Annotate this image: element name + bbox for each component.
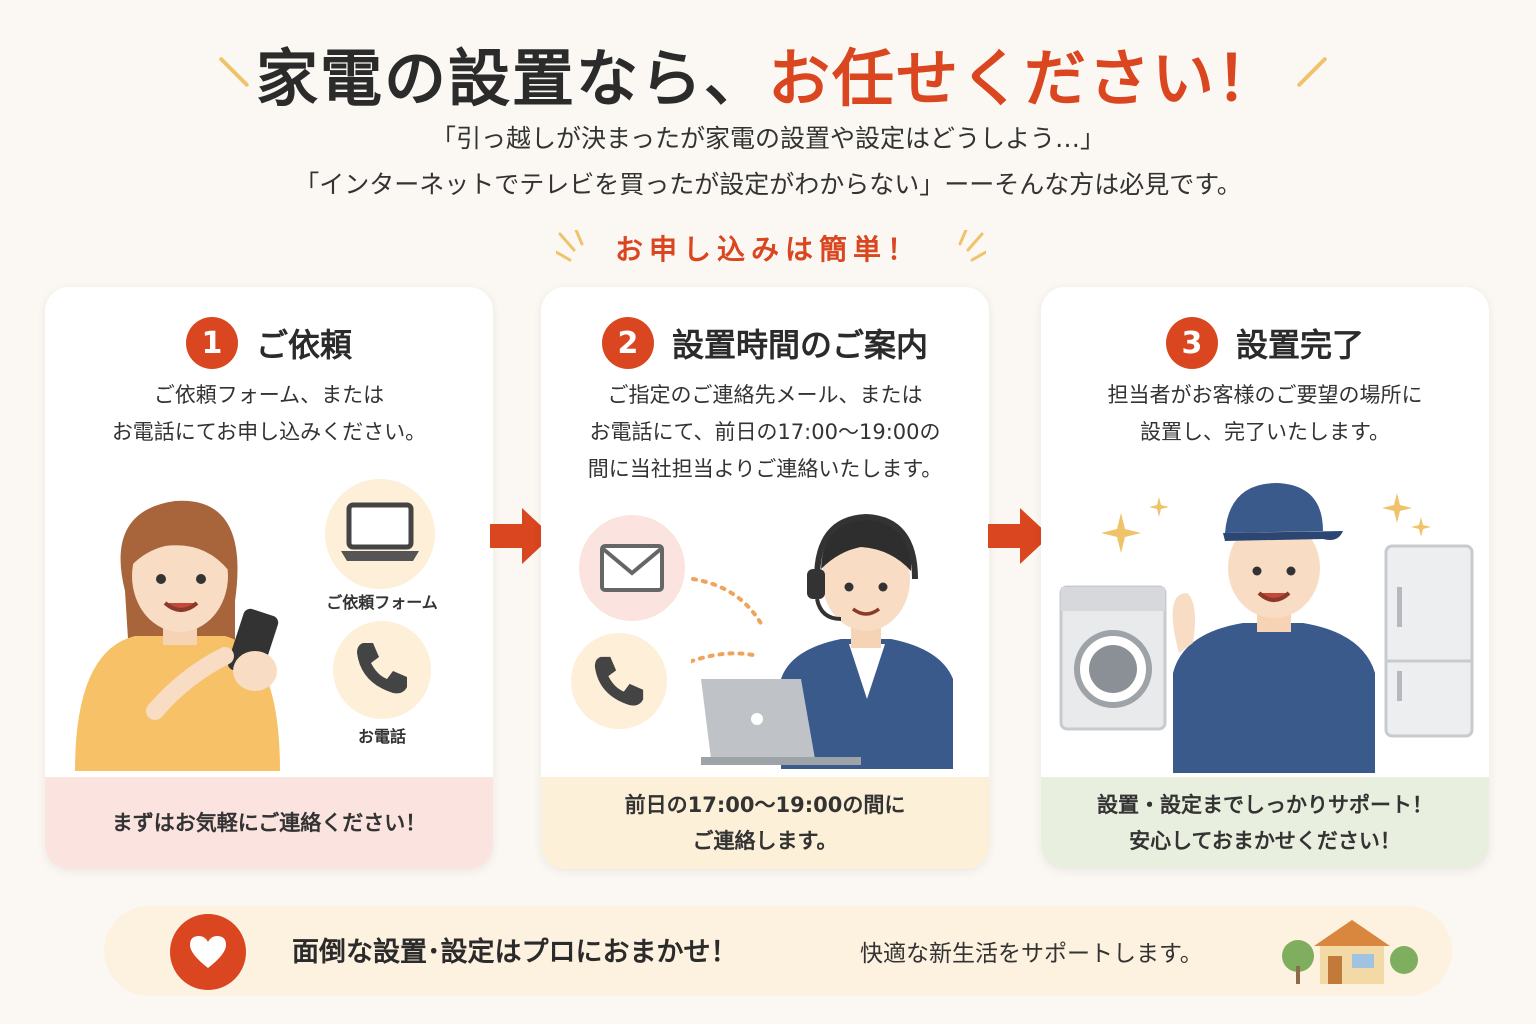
laptop-icon [341, 502, 419, 561]
step-card-2: 2 設置時間のご案内 ご指定のご連絡先メール、または お電話にて、前日の17:0… [541, 287, 989, 869]
step-description: ご指定のご連絡先メール、または お電話にて、前日の17:00〜19:00の 間に… [587, 383, 943, 481]
bottom-sub-message: 快適な新生活をサポートします。 [860, 941, 1203, 967]
heart-icon [190, 936, 226, 968]
step-header: 2 設置時間のご案内 [541, 317, 989, 369]
step-description: ご依頼フォーム、または お電話にてお申し込みください。 [111, 383, 427, 444]
sparkle-lines-right [958, 230, 986, 262]
heart-badge [170, 914, 246, 990]
headset-operator-icon [701, 513, 953, 769]
arrow-right-icon [490, 508, 552, 564]
sparkle-icon [1101, 497, 1169, 553]
step-description: 担当者がお客様のご要望の場所に 設置し、完了いたします。 [1107, 383, 1423, 444]
step-card-1: 1 ご依頼 ご依頼フォーム、または お電話にてお申し込みください。 ご依頼フォー… [45, 287, 493, 869]
subtitle-line-1: 「引っ越しが決まったが家電の設置や設定はどうしよう…」 [430, 124, 1105, 153]
mail-icon [600, 544, 664, 592]
house-icon [1282, 920, 1418, 984]
step-header: 3 設置完了 [1041, 317, 1489, 369]
washing-machine-icon [1059, 585, 1167, 731]
step-title: ご依頼 [255, 326, 352, 364]
phone-circle [571, 633, 667, 729]
sparkle-lines-left [556, 230, 584, 262]
sparkle-icon [1382, 493, 1431, 537]
step-number: 2 [601, 317, 654, 369]
technician-icon [1172, 483, 1375, 773]
step-footer: まずはお気軽にご連絡ください！ [45, 777, 493, 869]
subtitle-line-2: 「インターネットでテレビを買ったが設定がわからない」ーーそんな方は必見です。 [294, 170, 1242, 199]
step-title: 設置時間のご案内 [671, 326, 928, 364]
phone-icon [357, 643, 407, 694]
smartphone-woman-icon [75, 500, 280, 771]
bottom-banner [104, 906, 1452, 996]
step-number: 1 [185, 317, 238, 369]
step-card-3: 3 設置完了 担当者がお客様のご要望の場所に 設置し、完了いたします。 設 [1041, 287, 1489, 869]
step-header: 1 ご依頼 [45, 317, 493, 369]
step-footer: 前日の17:00〜19:00の間に ご連絡します。 [541, 777, 989, 869]
step-footer: 設置・設定までしっかりサポート！ 安心しておまかせください！ [1041, 777, 1489, 869]
arrow-right-icon [988, 508, 1050, 564]
refrigerator-icon [1384, 544, 1474, 738]
phone-icon [594, 656, 644, 706]
page-title: 家電の設置なら、お任せください！ [255, 42, 1281, 115]
bottom-main-message: 面倒な設置･設定はプロにおまかせ！ [292, 937, 738, 968]
step-number: 3 [1165, 317, 1218, 369]
phone-label: お電話 [357, 727, 406, 746]
form-label: ご依頼フォーム [326, 593, 438, 612]
dotted-connector [691, 577, 765, 664]
phone-circle [333, 621, 431, 719]
tagline: お申し込みは簡単！ [614, 233, 921, 266]
step-title: 設置完了 [1235, 326, 1364, 364]
